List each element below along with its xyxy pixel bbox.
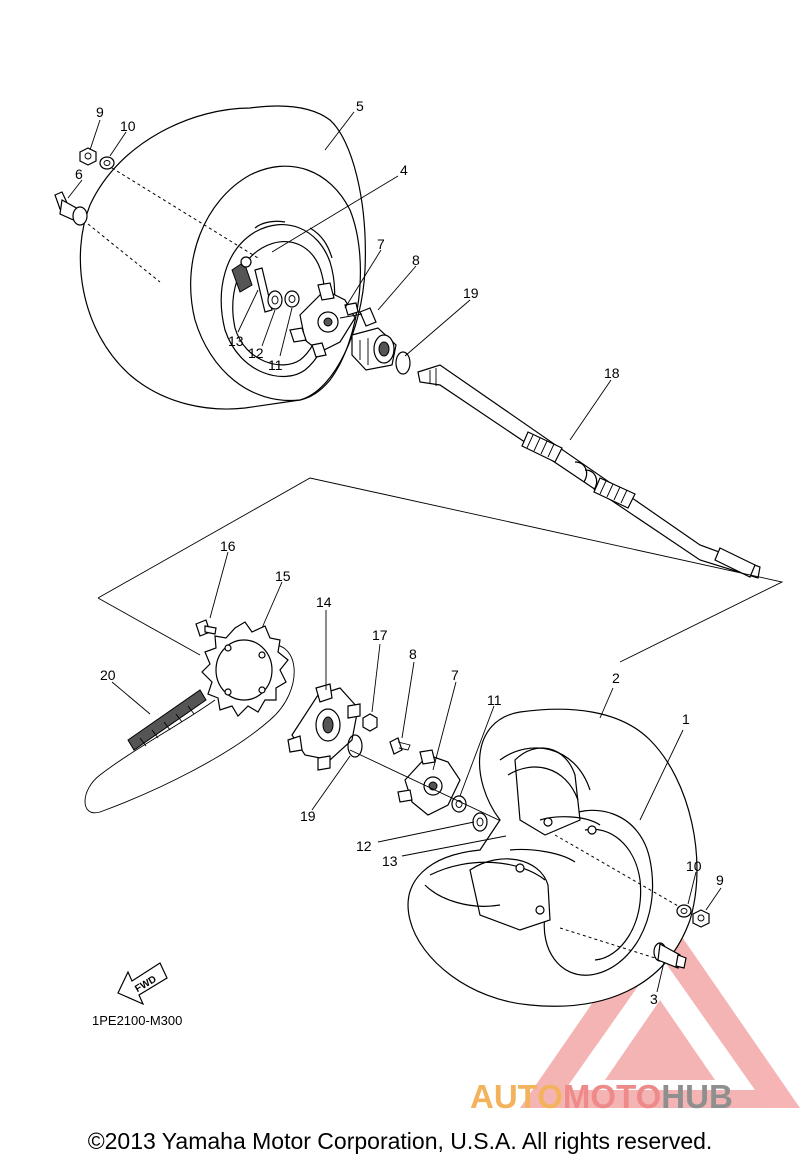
washer-10-right	[676, 904, 692, 918]
fwd-arrow-icon: FWD	[117, 962, 168, 1006]
valve-stem-left	[54, 191, 88, 226]
callout-20: 20	[100, 667, 116, 683]
washer-10-left	[99, 156, 115, 170]
diagram-code: 1PE2100-M300	[92, 1013, 183, 1028]
leader-lines	[67, 111, 722, 993]
bolt-8-upper	[339, 307, 377, 327]
callout-12-upper: 12	[248, 345, 264, 361]
callout-14: 14	[316, 594, 332, 610]
washer-11-upper	[284, 290, 300, 308]
watermark-auto: AUTO	[470, 1078, 563, 1115]
callout-11-lower: 11	[487, 692, 502, 708]
callout-17: 17	[372, 627, 388, 643]
watermark-moto: MOTO	[562, 1078, 662, 1115]
o-ring-19-upper	[395, 351, 411, 375]
bolt-16	[195, 619, 217, 637]
axle-hub-upper	[351, 327, 397, 371]
valve-stem-right	[653, 942, 687, 969]
callout-3: 3	[650, 991, 658, 1007]
callout-18: 18	[604, 365, 620, 381]
nut-17	[362, 713, 378, 732]
nut-9-left	[79, 147, 97, 166]
callout-9-upper: 9	[96, 104, 104, 120]
rear-tire-left	[79, 105, 366, 410]
rear-axle-18	[417, 364, 761, 579]
callout-9-lower: 9	[716, 872, 724, 888]
callout-7-lower: 7	[451, 667, 459, 683]
o-ring-19-lower	[347, 734, 363, 758]
callout-15: 15	[275, 568, 291, 584]
callout-4: 4	[400, 162, 408, 178]
nut-9-right	[692, 909, 710, 928]
nut-12-lower	[472, 812, 488, 832]
callout-numbers: 9 10 6 5 4 7 8 19 18 13 12 11 16 15 20 1…	[75, 98, 724, 1007]
copyright-notice: ©2013 Yamaha Motor Corporation, U.S.A. A…	[87, 1128, 713, 1154]
wheel-hub-7-upper	[289, 282, 359, 358]
callout-5: 5	[356, 98, 364, 114]
rear-tire-right	[407, 708, 698, 1007]
callout-8-lower: 8	[409, 646, 417, 662]
callout-16: 16	[220, 538, 236, 554]
callout-12-lower: 12	[356, 838, 372, 854]
callout-19-upper: 19	[463, 285, 479, 301]
callout-19-lower: 19	[300, 808, 316, 824]
watermark-logo	[520, 905, 800, 1108]
callout-2: 2	[612, 670, 620, 686]
callout-8-upper: 8	[412, 252, 420, 268]
callout-6: 6	[75, 166, 83, 182]
callout-10-upper: 10	[120, 118, 136, 134]
watermark-hub: HUB	[661, 1078, 733, 1115]
chain-20	[84, 644, 295, 814]
wheel-hub-7-lower	[397, 749, 461, 816]
callout-13-upper: 13	[228, 333, 244, 349]
nut-12-upper	[267, 290, 283, 310]
watermark-text: AUTOMOTOHUB	[470, 1080, 733, 1113]
callout-11-upper: 11	[268, 357, 283, 373]
callout-1: 1	[682, 711, 690, 727]
sprocket-15	[201, 621, 289, 717]
callout-10-lower: 10	[686, 858, 702, 874]
bolt-8-lower	[389, 737, 411, 755]
callout-13-lower: 13	[382, 853, 398, 869]
sprocket-hub-14	[287, 683, 361, 771]
callout-7-upper: 7	[377, 236, 385, 252]
assembly-box-outline	[97, 477, 784, 663]
